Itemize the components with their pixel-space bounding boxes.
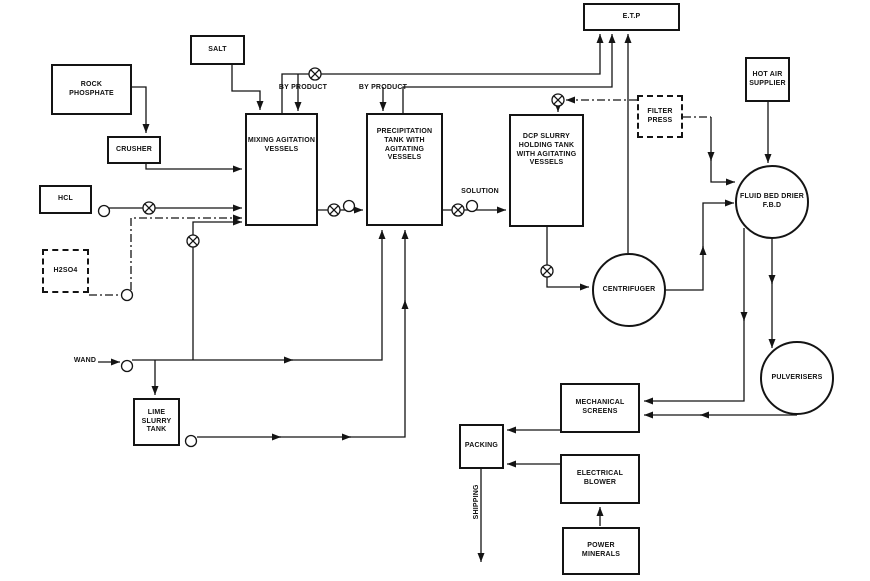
node-precipitation-tank: PRECIPITATION TANK WITH AGITATING VESSEL… bbox=[366, 113, 443, 226]
pump-icon bbox=[120, 359, 134, 373]
node-electrical-blower-label: ELECTRICAL BLOWER bbox=[576, 470, 624, 486]
valve-icon bbox=[186, 234, 200, 248]
valve-icon bbox=[451, 203, 465, 217]
node-h2so4: H2SO4 bbox=[42, 249, 89, 293]
node-hot-air-supplier: HOT AIR SUPPLIER bbox=[745, 57, 790, 102]
pump-icon bbox=[465, 199, 479, 213]
node-precipitation-tank-label: PRECIPITATION TANK WITH AGITATING VESSEL… bbox=[376, 128, 433, 162]
stream-label-shipping: SHIPPING bbox=[473, 484, 481, 520]
node-centrifuger-label: CENTRIFUGER bbox=[602, 285, 656, 293]
node-lime-slurry-tank: LIME SLURRY TANK bbox=[133, 398, 180, 446]
node-mechanical-screens: MECHANICAL SCREENS bbox=[560, 383, 640, 433]
node-h2so4-label: H2SO4 bbox=[53, 266, 78, 274]
node-rock-phosphate-label: ROCK PHOSPHATE bbox=[69, 80, 114, 97]
pipe-salt-to-mixing bbox=[231, 65, 264, 110]
pipe-byproduct2-to-etp bbox=[379, 34, 616, 113]
valve-icon bbox=[551, 93, 565, 107]
node-mechanical-screens-label: MECHANICAL SCREENS bbox=[575, 399, 625, 415]
stream-label-wand: WAND bbox=[73, 357, 97, 364]
node-electrical-blower: ELECTRICAL BLOWER bbox=[560, 454, 640, 504]
node-lime-slurry-tank-label: LIME SLURRY TANK bbox=[141, 408, 172, 434]
node-dcp-tank-label: DCP SLURRY HOLDING TANK WITH AGITATING V… bbox=[516, 133, 577, 167]
valve-icon bbox=[142, 201, 156, 215]
node-fluid-bed-drier-label: FLUID BED DRIER F.B.D bbox=[739, 193, 805, 209]
node-hcl-label: HCL bbox=[58, 195, 73, 203]
node-hot-air-supplier-label: HOT AIR SUPPLIER bbox=[749, 70, 786, 87]
node-etp: E.T.P bbox=[583, 3, 680, 31]
node-filter-press: FILTER PRESS bbox=[637, 95, 683, 138]
node-pulverisers: PULVERISERS bbox=[760, 341, 834, 415]
valve-icon bbox=[308, 67, 322, 81]
pipe-crusher-to-mixing bbox=[145, 164, 242, 173]
pipe-lime-to-precipitation bbox=[197, 230, 409, 441]
node-crusher-label: CRUSHER bbox=[115, 145, 152, 153]
valve-icon bbox=[327, 203, 341, 217]
node-mixing-vessels: MIXING AGITATION VESSELS bbox=[245, 113, 318, 226]
node-power-minerals: POWER MINERALS bbox=[562, 527, 640, 575]
pipe-rock-to-crusher bbox=[132, 86, 150, 133]
pipe-centrifuger-to-fbd bbox=[666, 199, 734, 291]
node-salt: SALT bbox=[190, 35, 245, 65]
node-mixing-vessels-label: MIXING AGITATION VESSELS bbox=[247, 137, 316, 153]
stream-label-byproduct-left: BY PRODUCT bbox=[278, 84, 328, 91]
pump-icon bbox=[342, 199, 356, 213]
pipe-byproduct1-to-etp bbox=[281, 34, 604, 113]
node-filter-press-label: FILTER PRESS bbox=[647, 107, 673, 124]
node-packing-label: PACKING bbox=[464, 442, 499, 450]
node-centrifuger: CENTRIFUGER bbox=[592, 253, 666, 327]
pipe-filterpress-to-dcp bbox=[554, 96, 637, 112]
node-power-minerals-label: POWER MINERALS bbox=[581, 542, 621, 558]
pipe-fbd-to-screens bbox=[644, 228, 748, 405]
node-fluid-bed-drier: FLUID BED DRIER F.B.D bbox=[735, 165, 809, 239]
pipe-h2so4-to-mixing bbox=[89, 214, 242, 296]
node-crusher: CRUSHER bbox=[107, 136, 161, 164]
pipe-water-header bbox=[98, 218, 386, 395]
node-hcl: HCL bbox=[39, 185, 92, 214]
valve-icon bbox=[540, 264, 554, 278]
node-pulverisers-label: PULVERISERS bbox=[771, 373, 823, 381]
pipe-filterpress-to-fbd bbox=[683, 116, 735, 186]
node-etp-label: E.T.P bbox=[622, 12, 641, 20]
stream-label-byproduct-right: BY PRODUCT bbox=[358, 84, 408, 91]
node-rock-phosphate: ROCK PHOSPHATE bbox=[51, 64, 132, 115]
pipe-dcp-to-centrifuger bbox=[546, 227, 589, 291]
stream-label-solution: SOLUTION bbox=[461, 188, 499, 195]
pump-icon bbox=[184, 434, 198, 448]
node-dcp-tank: DCP SLURRY HOLDING TANK WITH AGITATING V… bbox=[509, 114, 584, 227]
node-salt-label: SALT bbox=[208, 45, 227, 53]
pump-icon bbox=[97, 204, 111, 218]
pump-icon bbox=[120, 288, 134, 302]
node-packing: PACKING bbox=[459, 424, 504, 469]
